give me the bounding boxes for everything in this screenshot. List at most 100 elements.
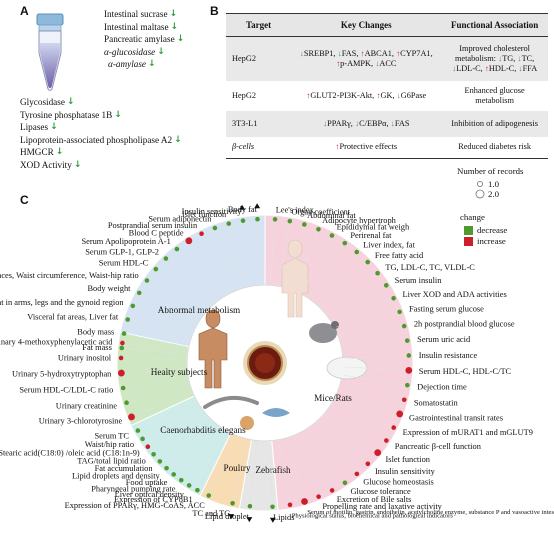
sector-label: Mice/Rats: [314, 393, 352, 403]
data-dot: [186, 483, 192, 488]
panel-b-letter: B: [210, 4, 219, 18]
tea-surface: [255, 353, 275, 373]
data-dot: [384, 438, 389, 443]
spoke-line: [232, 440, 248, 504]
spoke-line: [278, 221, 291, 285]
spoke-line: [332, 285, 387, 321]
legend-change: change decrease increase: [460, 212, 507, 246]
data-dot: [374, 449, 382, 457]
spoke-line: [188, 240, 223, 296]
data-label: Serum HDL-C/LDL-C ratio: [19, 386, 113, 395]
sector-label: Poultry: [223, 463, 250, 473]
spoke-line: [315, 251, 357, 302]
spoke-line: [309, 242, 345, 297]
data-label: Visceral fat areas, Liver fat: [27, 313, 119, 322]
legend-size-title: Number of records: [457, 166, 524, 176]
data-dot: [365, 259, 371, 265]
spoke-line: [181, 427, 219, 481]
data-label: Pharyngeal pumping rate: [91, 484, 175, 493]
legend-size-value: 2.0: [488, 189, 499, 199]
spoke-line: [343, 340, 408, 351]
change-token: ↓G6Pase: [396, 90, 427, 100]
data-label: Waist/hip ratio: [85, 440, 134, 449]
spoke-line: [309, 429, 346, 483]
data-label: Body mass: [77, 328, 114, 337]
spoke-line: [242, 220, 254, 284]
spoke-line: [153, 413, 204, 455]
table-cell-target: HepG2: [226, 36, 292, 81]
data-label: Blood C peptide: [129, 228, 184, 237]
list-item: HMGCR↓: [20, 147, 64, 158]
man-figure-icon: [198, 309, 228, 389]
spoke-line: [137, 400, 195, 431]
table-header: Target: [226, 13, 292, 37]
spoke-line: [257, 219, 262, 284]
up-arrow-icon: [254, 203, 261, 209]
spoke-line: [147, 409, 201, 447]
sector-label: Abnormal metabolism: [158, 305, 240, 315]
spoke-line: [339, 391, 400, 415]
spoke-line: [302, 433, 333, 491]
down-arrow-icon: ↓: [157, 46, 165, 57]
data-dot: [240, 218, 246, 223]
data-dot: [391, 425, 397, 430]
data-label: Dejection time: [417, 383, 467, 392]
data-dot: [120, 340, 125, 346]
function-token: Reduced diabetes risk: [458, 142, 532, 152]
legend-decrease-label: decrease: [477, 225, 508, 235]
change-token: ↓ACC: [375, 58, 397, 68]
up-arrow-icon: [239, 204, 246, 210]
data-label: Fat mass: [82, 343, 112, 352]
data-label: Serum Apolipoprotein A-1: [81, 237, 170, 246]
spoke-line: [278, 441, 291, 505]
data-label: Serum uric acid: [417, 335, 471, 344]
data-dot: [383, 283, 389, 288]
data-dot: [153, 266, 159, 272]
data-label: Somatostatin: [414, 398, 459, 407]
data-dot: [354, 249, 360, 255]
spoke-line: [342, 383, 405, 400]
data-dot: [118, 355, 124, 361]
up-arrow-icon: ↑: [360, 49, 365, 59]
data-dot: [316, 494, 321, 499]
down-arrow-icon: ↓: [354, 118, 360, 128]
worm-icon: [203, 395, 259, 409]
up-arrow-icon: ↑: [335, 142, 340, 152]
data-dot: [171, 472, 177, 477]
data-dot: [272, 217, 278, 222]
down-arrow-icon: ↓: [50, 122, 58, 133]
data-dot: [124, 400, 129, 405]
spoke-line: [123, 376, 187, 389]
data-dot: [365, 461, 371, 467]
data-label: Insulin resistance: [419, 351, 478, 360]
legend-size-small-icon: [477, 181, 483, 187]
table-cell-changes: ↓PPARγ, ↓C/EBPα, ↓FAS: [291, 110, 442, 137]
data-dot: [151, 451, 156, 457]
spoke-line: [146, 280, 200, 318]
spoke-line: [336, 298, 394, 328]
spoke-line: [197, 433, 228, 491]
data-label: Fat in arms, legs and the gynoid region: [0, 298, 124, 307]
down-arrow-icon: ↓: [518, 63, 523, 73]
down-arrow-icon: ↓: [148, 59, 156, 70]
spoke-line: [342, 325, 405, 343]
fish-icon: [262, 408, 290, 417]
data-dot: [342, 240, 348, 246]
spoke-line: [321, 418, 369, 464]
spoke-line: [155, 268, 205, 312]
data-label: Liver optical density: [115, 490, 185, 499]
data-dot: [119, 345, 125, 351]
change-token: ↓PPARγ,: [322, 118, 355, 128]
spoke-line: [131, 392, 191, 418]
data-dot: [316, 226, 321, 232]
data-label: Expression of mURAT1 and mGLUT9: [403, 428, 533, 437]
down-arrow-icon: ↓: [299, 49, 304, 59]
data-dot: [302, 222, 307, 227]
data-dot: [404, 338, 410, 343]
spoke-line: [121, 368, 186, 374]
list-item: Intestinal sucrase↓: [104, 9, 178, 19]
table-cell-changes: ↑Protective effects: [291, 136, 442, 159]
down-arrow-icon: ↓: [66, 97, 75, 107]
data-label: Propelling rate and laxative activity: [322, 502, 442, 511]
